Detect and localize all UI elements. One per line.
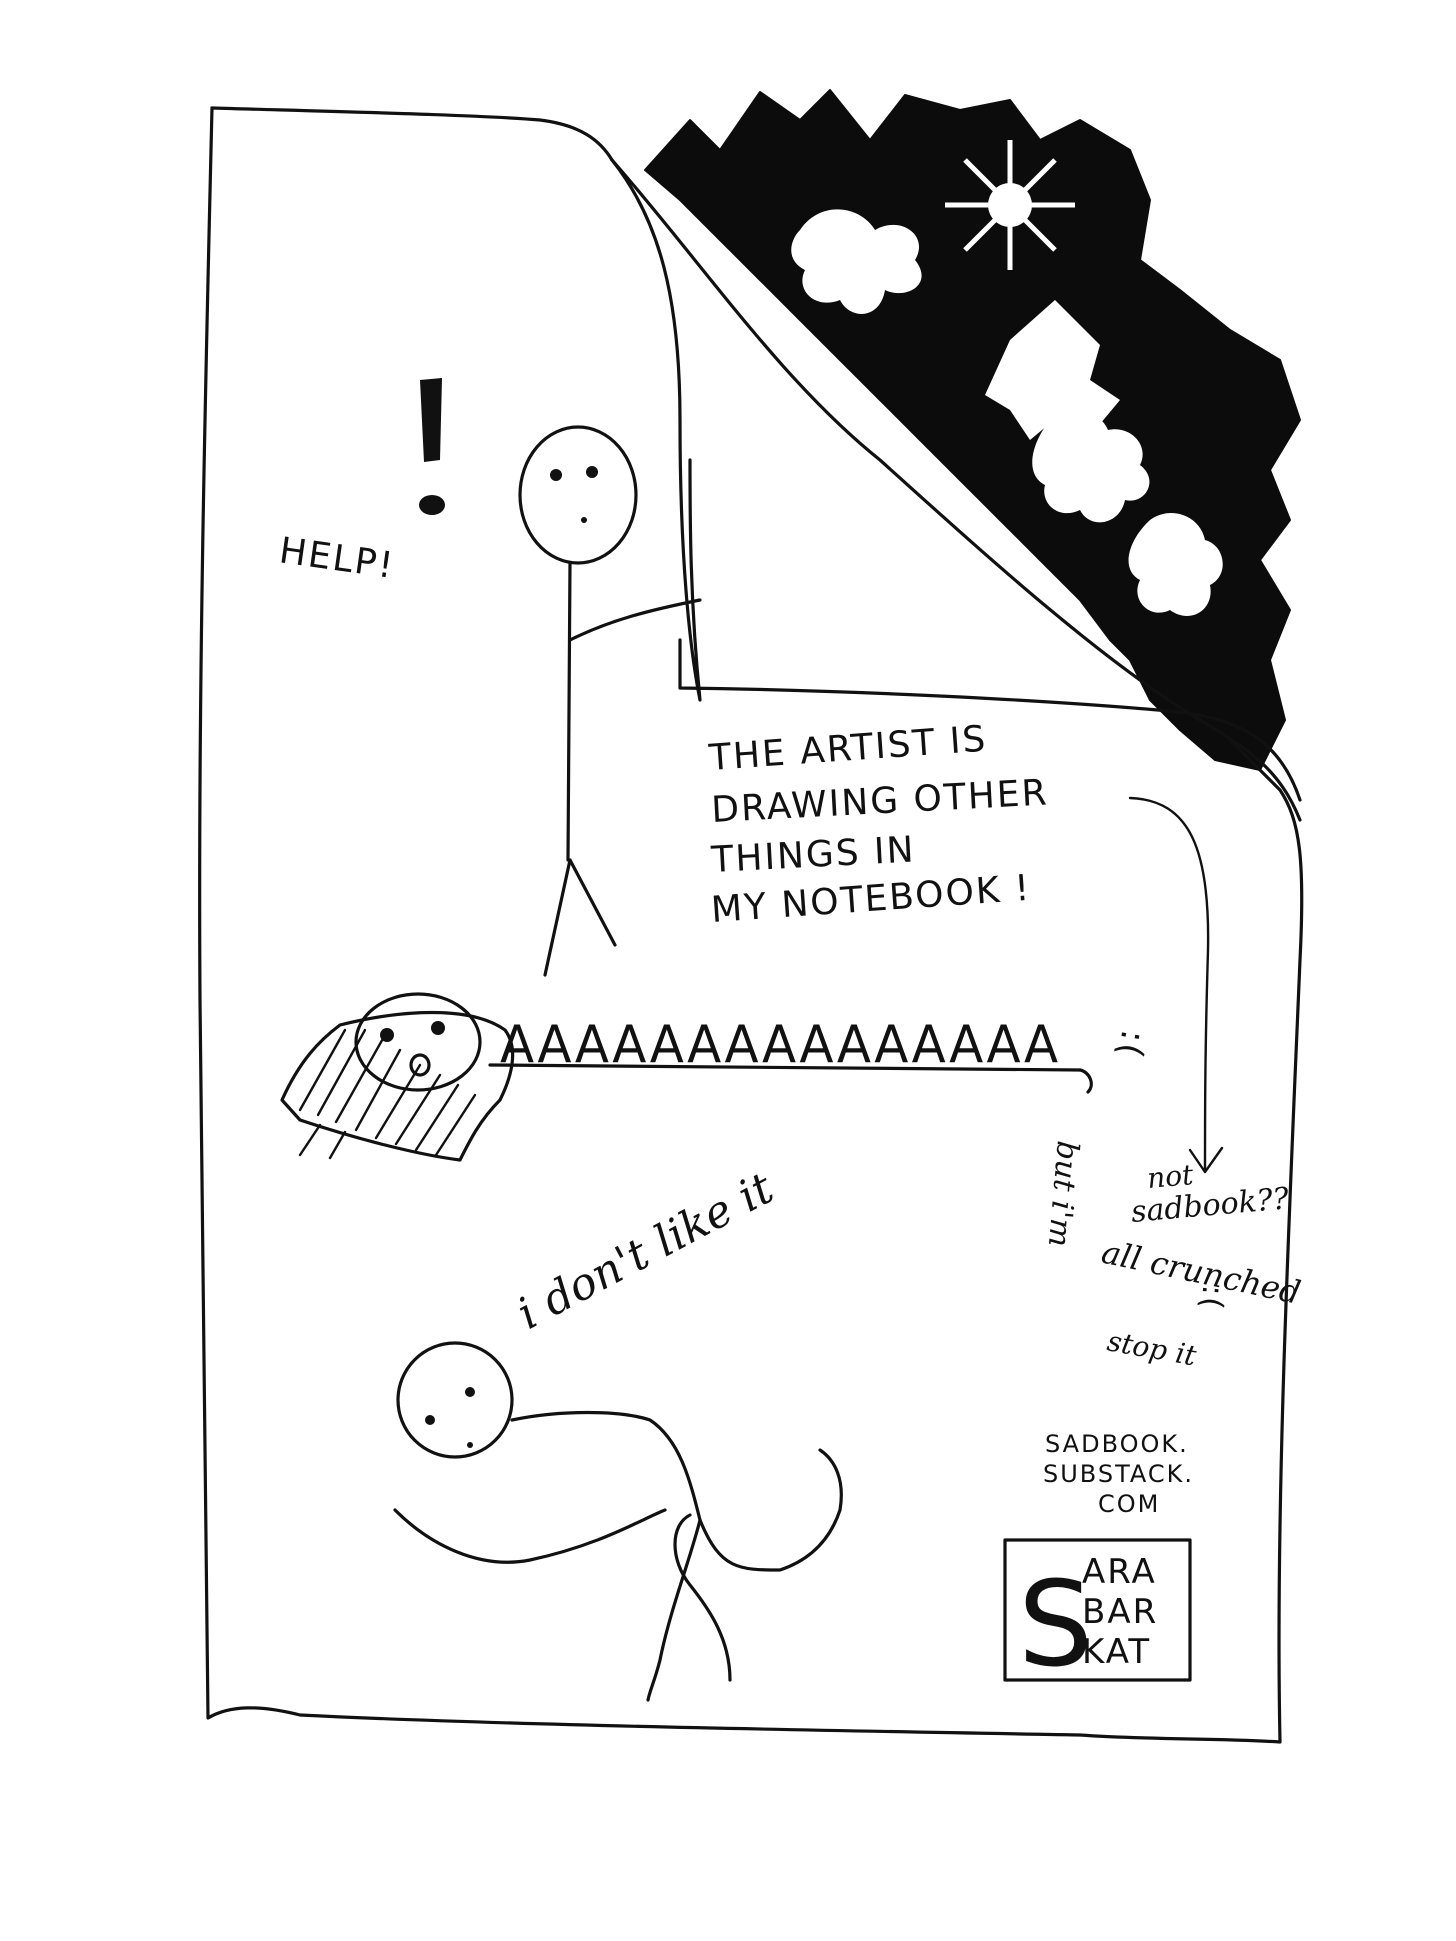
url-line-1: SADBOOK.	[1045, 1430, 1189, 1458]
signature-line-2: BAR	[1082, 1592, 1158, 1632]
arrow	[1128, 796, 1224, 1174]
signature-big-s: S	[1018, 1555, 1093, 1693]
caption-line-3: THINGS IN	[709, 829, 916, 881]
signature-box: S ARA BAR KAT	[1003, 1538, 1192, 1693]
dont-like-it-text: i don't like it	[509, 1162, 782, 1339]
caption-line-2: DRAWING OTHER	[710, 772, 1049, 831]
notebook-page	[198, 106, 1304, 1744]
caption: THE ARTIST IS DRAWING OTHER THINGS IN MY…	[707, 719, 1050, 931]
page-curl	[610, 158, 702, 702]
url-line-2: SUBSTACK.	[1043, 1460, 1194, 1488]
not-text: not	[1146, 1158, 1196, 1195]
stick-figure-lying	[393, 1341, 843, 1702]
exclamation-mark: !	[419, 378, 445, 515]
signature-line-3: KAT	[1082, 1632, 1151, 1672]
caption-line-1: THE ARTIST IS	[707, 719, 989, 779]
night-sky-background	[644, 89, 1301, 771]
frown-face-2: :(	[1193, 1284, 1230, 1313]
help-text: HELP!	[277, 530, 398, 587]
url-line-3: COM	[1098, 1490, 1160, 1518]
url-block: SADBOOK. SUBSTACK. COM	[1043, 1430, 1194, 1518]
stick-figure-standing	[518, 425, 702, 977]
side-notes: not sadbook?? but i'm all crunched :( st…	[1041, 1139, 1304, 1372]
stop-it-text: stop it	[1105, 1324, 1200, 1372]
frown-face-1: :(	[1109, 1027, 1153, 1062]
but-im-text: but i'm	[1041, 1139, 1085, 1248]
signature-line-1: ARA	[1082, 1552, 1157, 1592]
scream-text: AAAAAAAAAAAAAAA	[500, 1015, 1060, 1075]
crunched-figure	[280, 992, 1093, 1162]
star-icon	[945, 140, 1075, 270]
